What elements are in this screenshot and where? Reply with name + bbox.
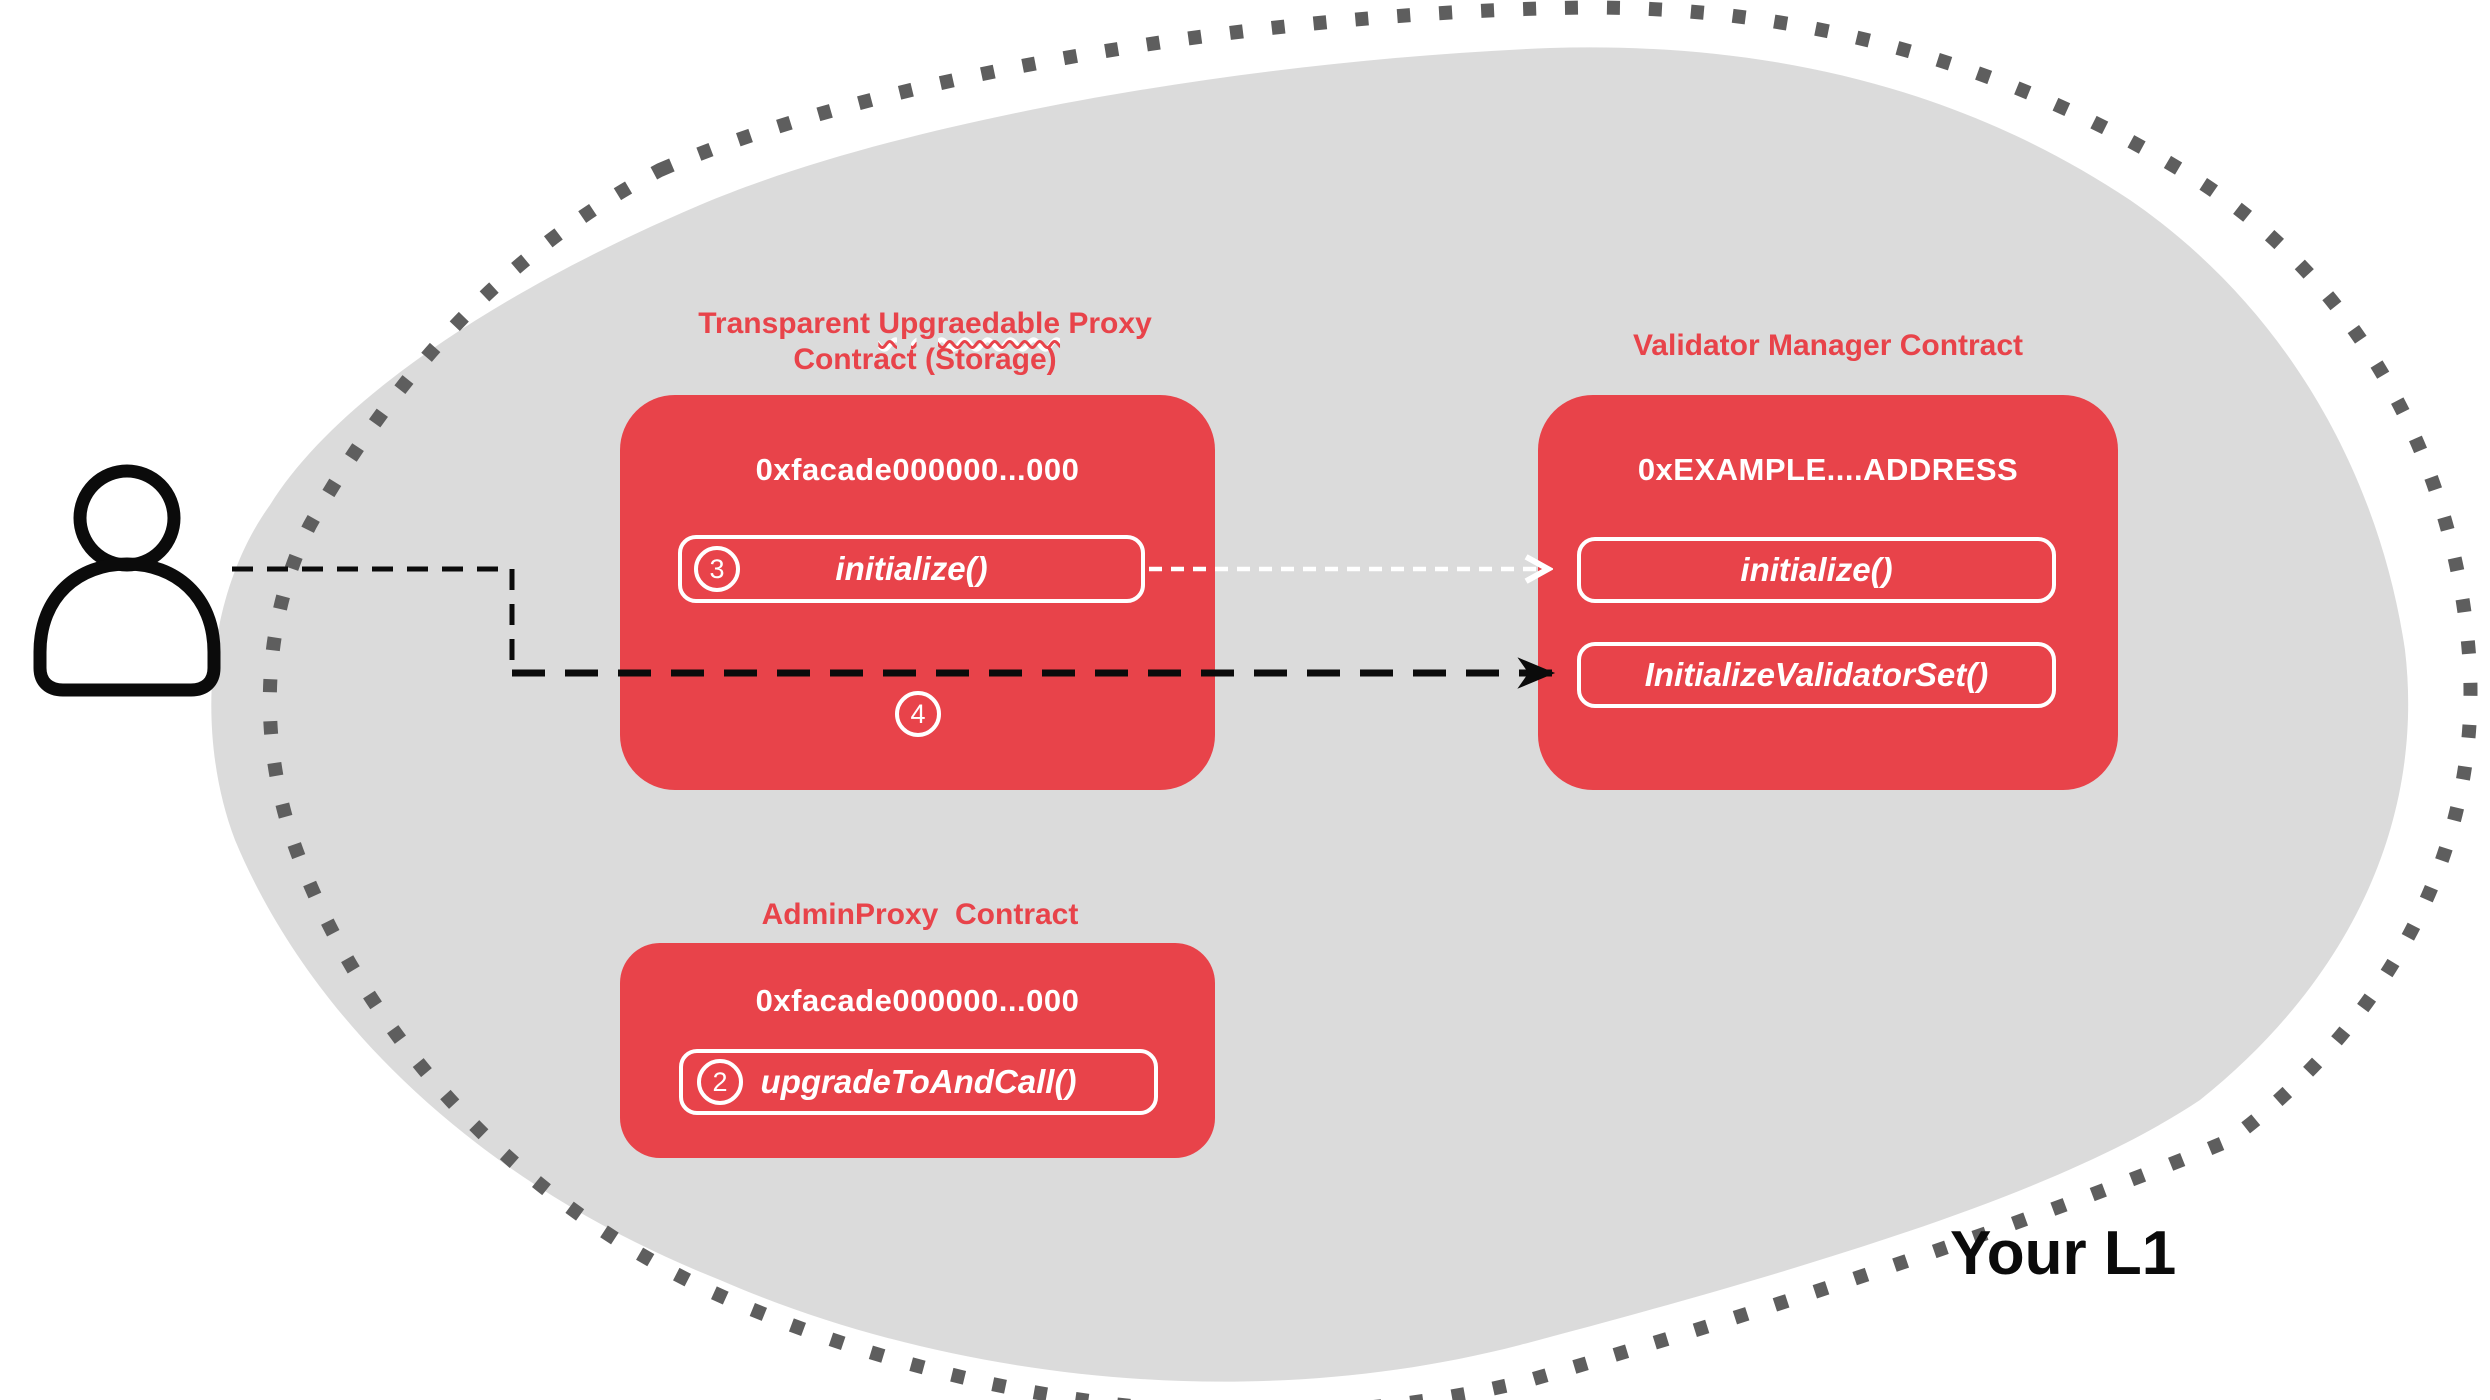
validator-title: Validator Manager Contract <box>1632 329 2024 362</box>
admin-upgradetoandcall-button: 2 upgradeToAndCall() <box>679 1049 1158 1115</box>
validator-initialize-button: initialize() <box>1577 537 2056 603</box>
proxy-title-word1: Transparent <box>698 307 870 340</box>
your-l1-label: Your L1 <box>1950 1219 2177 1288</box>
proxy-initialize-label: initialize() <box>835 550 988 587</box>
admin-address: 0xfacade000000...000 <box>755 983 1080 1018</box>
validator-contract-box: 0xEXAMPLE....ADDRESS initialize() Initia… <box>1538 395 2118 790</box>
validator-initializevalidatorset-button: InitializeValidatorSet() <box>1577 642 2056 708</box>
admin-title: AdminProxy Contract <box>761 898 1079 931</box>
proxy-address: 0xfacade000000...000 <box>755 452 1080 487</box>
proxy-initialize-button: 3 initialize() <box>678 535 1145 603</box>
proxy-title-word2: Upgraedable <box>878 307 1061 340</box>
validator-initialize-label: initialize() <box>1740 551 1893 588</box>
step-2-badge: 2 <box>697 1059 743 1105</box>
step-4-badge: 4 <box>895 691 941 737</box>
proxy-title-line1: Transparent Upgraedable Proxy <box>625 306 1225 342</box>
misspelled-word-squiggle: Upgraedable <box>878 307 1060 340</box>
step-3-badge: 3 <box>694 546 740 592</box>
proxy-title-word3: Proxy <box>1068 307 1152 340</box>
proxy-title-line2: Contract (Storage) <box>793 343 1057 376</box>
proxy-contract-box: 0xfacade000000...000 3 initialize() 4 <box>620 395 1215 790</box>
proxy-title: Transparent Upgraedable Proxy Contract (… <box>625 306 1225 378</box>
validator-address: 0xEXAMPLE....ADDRESS <box>1637 452 2019 487</box>
validator-initializevalidatorset-label: InitializeValidatorSet() <box>1644 656 1989 693</box>
admin-upgradetoandcall-label: upgradeToAndCall() <box>760 1063 1077 1100</box>
admin-contract-box: 0xfacade000000...000 2 upgradeToAndCall(… <box>620 943 1215 1158</box>
